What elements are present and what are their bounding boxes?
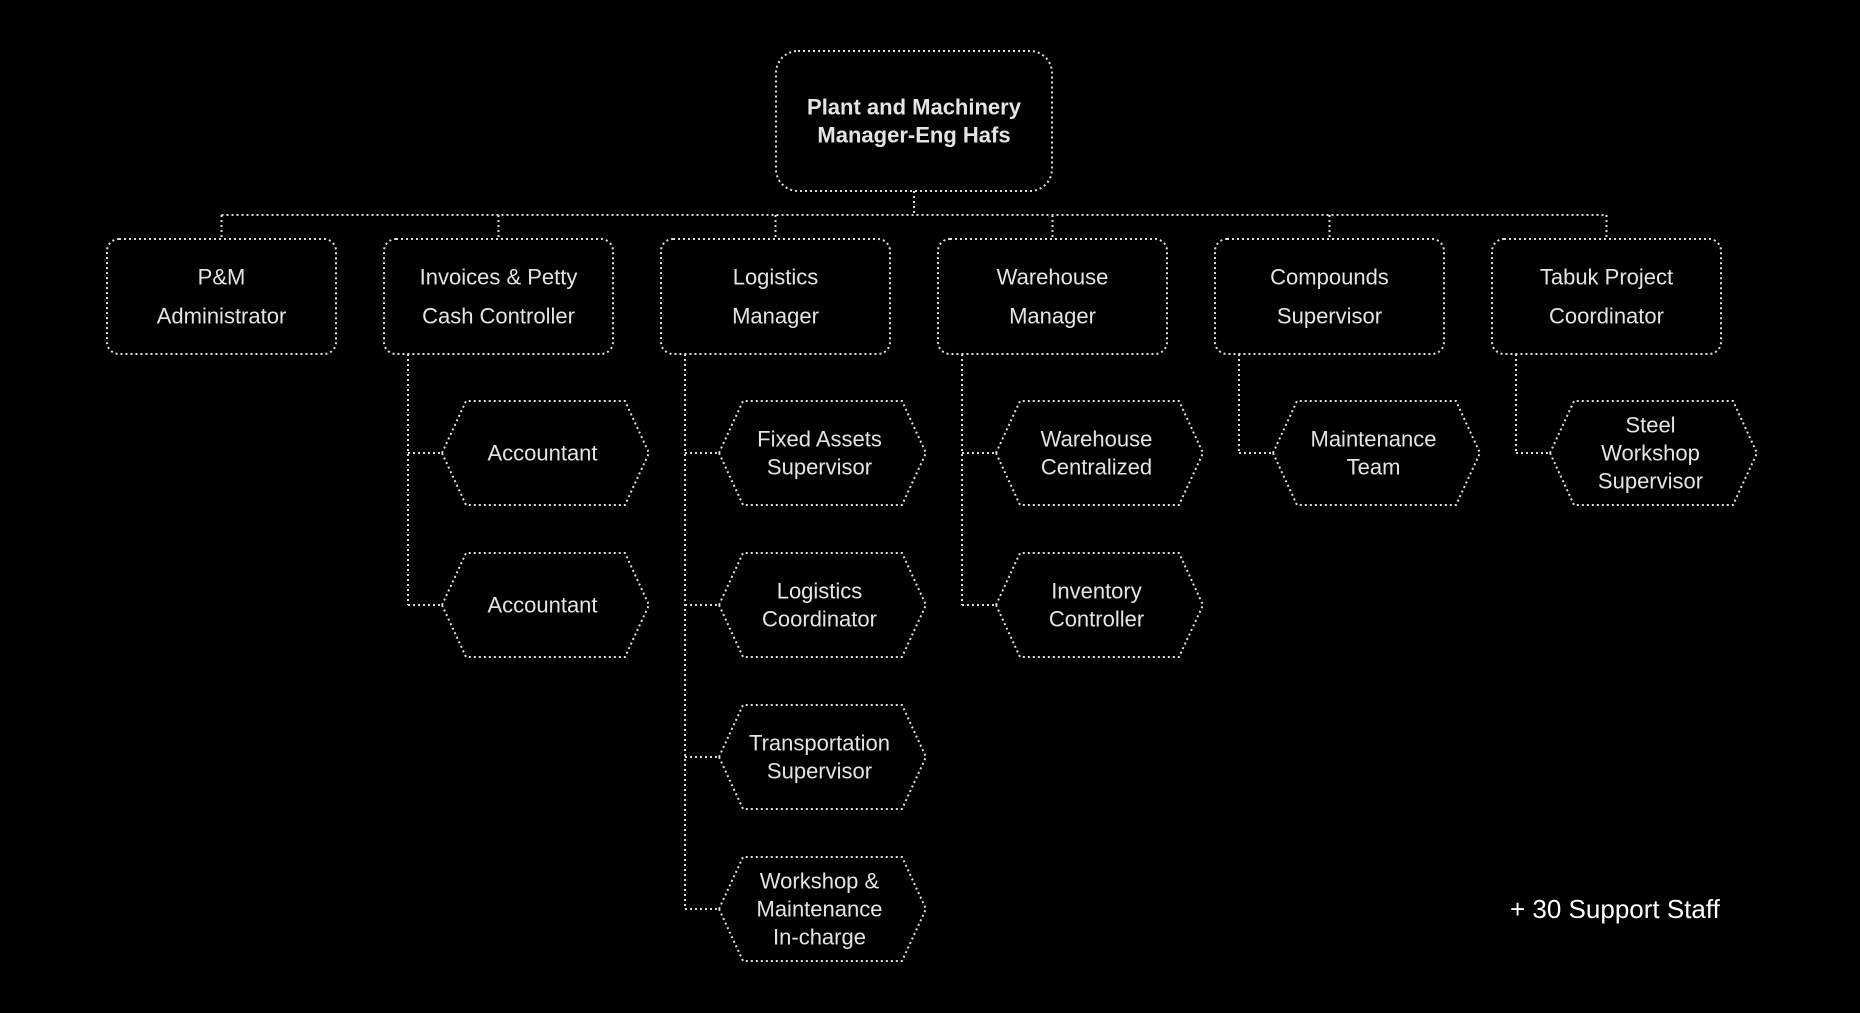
- report-label: Team: [1347, 455, 1401, 480]
- report-hexagon: [717, 704, 928, 810]
- report-node-accountant-2: Accountant: [440, 552, 651, 658]
- manager-label: Manager: [732, 304, 819, 329]
- report-label: Accountant: [487, 593, 597, 618]
- report-label: Maintenance: [757, 897, 883, 922]
- manager-label: Invoices & Petty: [420, 265, 578, 290]
- manager-label: Compounds: [1270, 265, 1389, 290]
- report-label: Supervisor: [767, 455, 872, 480]
- root-title: Plant and Machinery: [807, 95, 1022, 120]
- manager-label: Manager: [1009, 304, 1096, 329]
- report-hexagon: [1271, 400, 1482, 506]
- report-hexagon: [717, 400, 928, 506]
- report-label: Inventory: [1051, 579, 1142, 604]
- report-label: Transportation: [749, 731, 890, 756]
- manager-box: [660, 238, 891, 355]
- report-hexagon: [717, 552, 928, 658]
- manager-label: Coordinator: [1549, 304, 1664, 329]
- report-label: Steel: [1625, 413, 1675, 438]
- manager-box: [106, 238, 337, 355]
- report-label: Centralized: [1041, 455, 1152, 480]
- report-label: Logistics: [777, 579, 863, 604]
- manager-label: Logistics: [733, 265, 819, 290]
- manager-label: Cash Controller: [422, 304, 575, 329]
- report-label: Maintenance: [1311, 427, 1437, 452]
- support-staff-note: + 30 Support Staff: [1510, 894, 1721, 924]
- manager-label: Supervisor: [1277, 304, 1382, 329]
- report-hexagon: [994, 552, 1205, 658]
- report-label: Warehouse: [1041, 427, 1153, 452]
- report-node-accountant-1: Accountant: [440, 400, 651, 506]
- manager-box: [383, 238, 614, 355]
- manager-label: Administrator: [157, 304, 287, 329]
- report-label: Controller: [1049, 607, 1144, 632]
- report-label: Fixed Assets: [757, 427, 882, 452]
- root-box: [775, 50, 1053, 192]
- report-label: Workshop: [1601, 441, 1700, 466]
- report-label: Workshop &: [760, 869, 880, 894]
- manager-label: Warehouse: [997, 265, 1109, 290]
- report-label: Supervisor: [767, 759, 872, 784]
- manager-box: [1491, 238, 1722, 355]
- manager-label: Tabuk Project: [1540, 265, 1673, 290]
- report-label: Coordinator: [762, 607, 877, 632]
- manager-box: [1214, 238, 1445, 355]
- report-label: Supervisor: [1598, 469, 1703, 494]
- manager-node-pm-admin: P&M Administrator: [106, 238, 337, 355]
- connector-lines: [220, 191, 1608, 910]
- manager-box: [937, 238, 1168, 355]
- report-hexagon: [994, 400, 1205, 506]
- manager-label: P&M: [198, 265, 246, 290]
- report-label: Accountant: [487, 441, 597, 466]
- report-label: In-charge: [773, 925, 866, 950]
- root-title: Manager-Eng Hafs: [817, 123, 1010, 148]
